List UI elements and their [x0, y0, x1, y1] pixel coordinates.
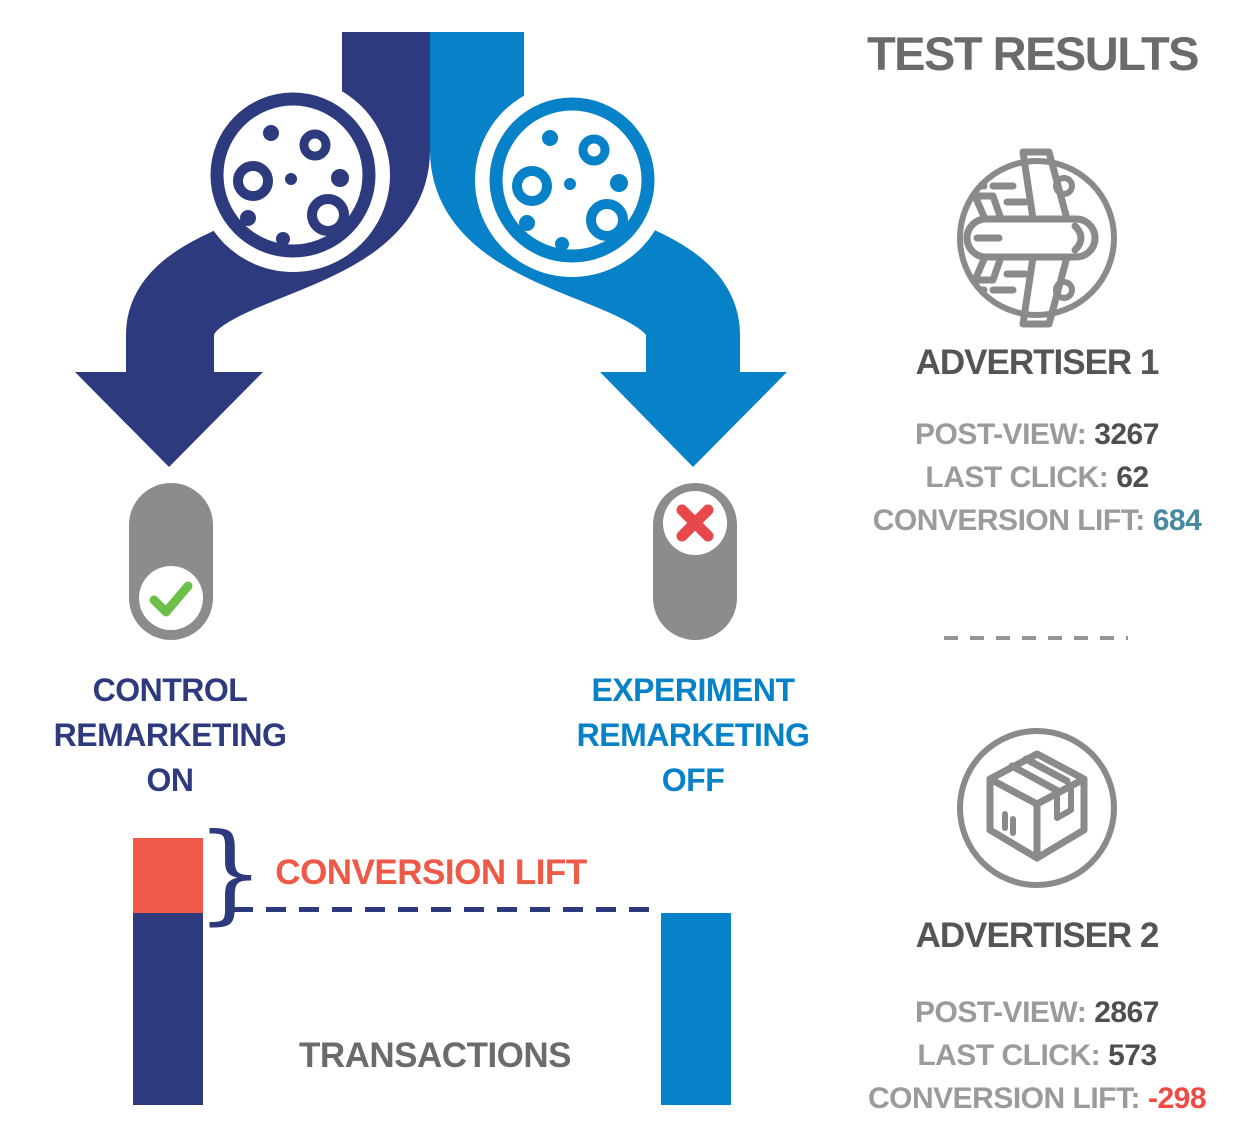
control-branch-label: CONTROL REMARKETING ON — [53, 672, 287, 798]
advertiser2-name: ADVERTISER 2 — [915, 916, 1160, 955]
stat-last-click: LAST CLICK:62 — [925, 461, 1149, 494]
stat-conversion-lift: CONVERSION LIFT:684 — [872, 504, 1202, 537]
control-toggle-knob — [139, 566, 203, 630]
control-audience-icon — [196, 78, 390, 272]
results-divider — [944, 636, 1128, 640]
experiment-toggle[interactable] — [653, 483, 737, 640]
experiment-branch-label: EXPERIMENT REMARKETING OFF — [576, 672, 810, 798]
advertiser1-stats: POST-VIEW:3267 LAST CLICK:62 CONVERSION … — [827, 413, 1247, 542]
results-title: TEST RESULTS — [866, 27, 1200, 80]
x-icon — [676, 504, 714, 542]
experiment-audience-icon — [475, 83, 669, 277]
experiment-bar — [661, 913, 731, 1105]
package-icon — [957, 728, 1117, 888]
check-icon — [149, 581, 193, 617]
control-bar-baseline-segment — [133, 913, 203, 1105]
stat-conversion-lift: CONVERSION LIFT:-298 — [867, 1082, 1207, 1115]
advertiser2-stats: POST-VIEW:2867 LAST CLICK:573 CONVERSION… — [827, 991, 1247, 1120]
conversion-lift-label: CONVERSION LIFT — [275, 853, 587, 892]
advertiser1-name: ADVERTISER 1 — [915, 343, 1160, 382]
stat-post-view: POST-VIEW:2867 — [915, 996, 1159, 1029]
control-bar-lift-segment — [133, 838, 203, 913]
control-toggle[interactable] — [129, 483, 213, 640]
baseline-dashed-line — [233, 907, 657, 912]
transactions-label: TRANSACTIONS — [298, 1036, 572, 1075]
stat-last-click: LAST CLICK:573 — [917, 1039, 1157, 1072]
experiment-toggle-knob — [663, 491, 727, 555]
stat-post-view: POST-VIEW:3267 — [915, 418, 1159, 451]
airplane-icon — [957, 148, 1117, 328]
